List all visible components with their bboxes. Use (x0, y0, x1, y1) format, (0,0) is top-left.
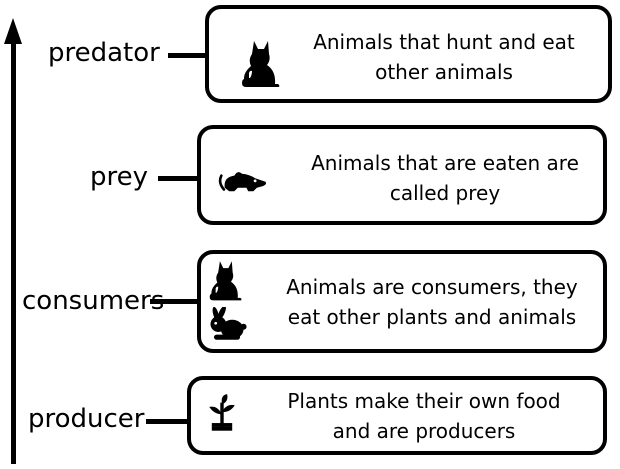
producer-description: Plants make their own food and are produ… (287, 389, 561, 443)
predator-connector (168, 53, 208, 58)
consumers-label: consumers (22, 286, 165, 316)
cat-icon (209, 261, 242, 301)
producer-connector (146, 419, 190, 424)
prey-connector (158, 176, 200, 181)
plant-icon (209, 394, 235, 431)
axis-line (11, 38, 16, 464)
axis-arrowhead (4, 18, 22, 44)
prey-description: Animals that are eaten are called prey (311, 151, 579, 205)
cat-icon (242, 41, 280, 87)
predator-label: predator (48, 38, 160, 68)
consumers-connector (150, 299, 202, 304)
producer-label: producer (28, 404, 145, 434)
rabbit-icon (210, 307, 247, 340)
prey-card: Animals that are eaten are called prey (197, 125, 607, 225)
mouse-icon (218, 172, 267, 192)
consumers-description: Animals are consumers, they eat other pl… (286, 275, 578, 329)
predator-description: Animals that hunt and eat other animals (313, 30, 575, 84)
producer-card: Plants make their own food and are produ… (187, 376, 607, 455)
consumers-card: Animals are consumers, they eat other pl… (197, 250, 607, 353)
prey-label: prey (90, 162, 149, 192)
predator-card: Animals that hunt and eat other animals (205, 5, 612, 103)
